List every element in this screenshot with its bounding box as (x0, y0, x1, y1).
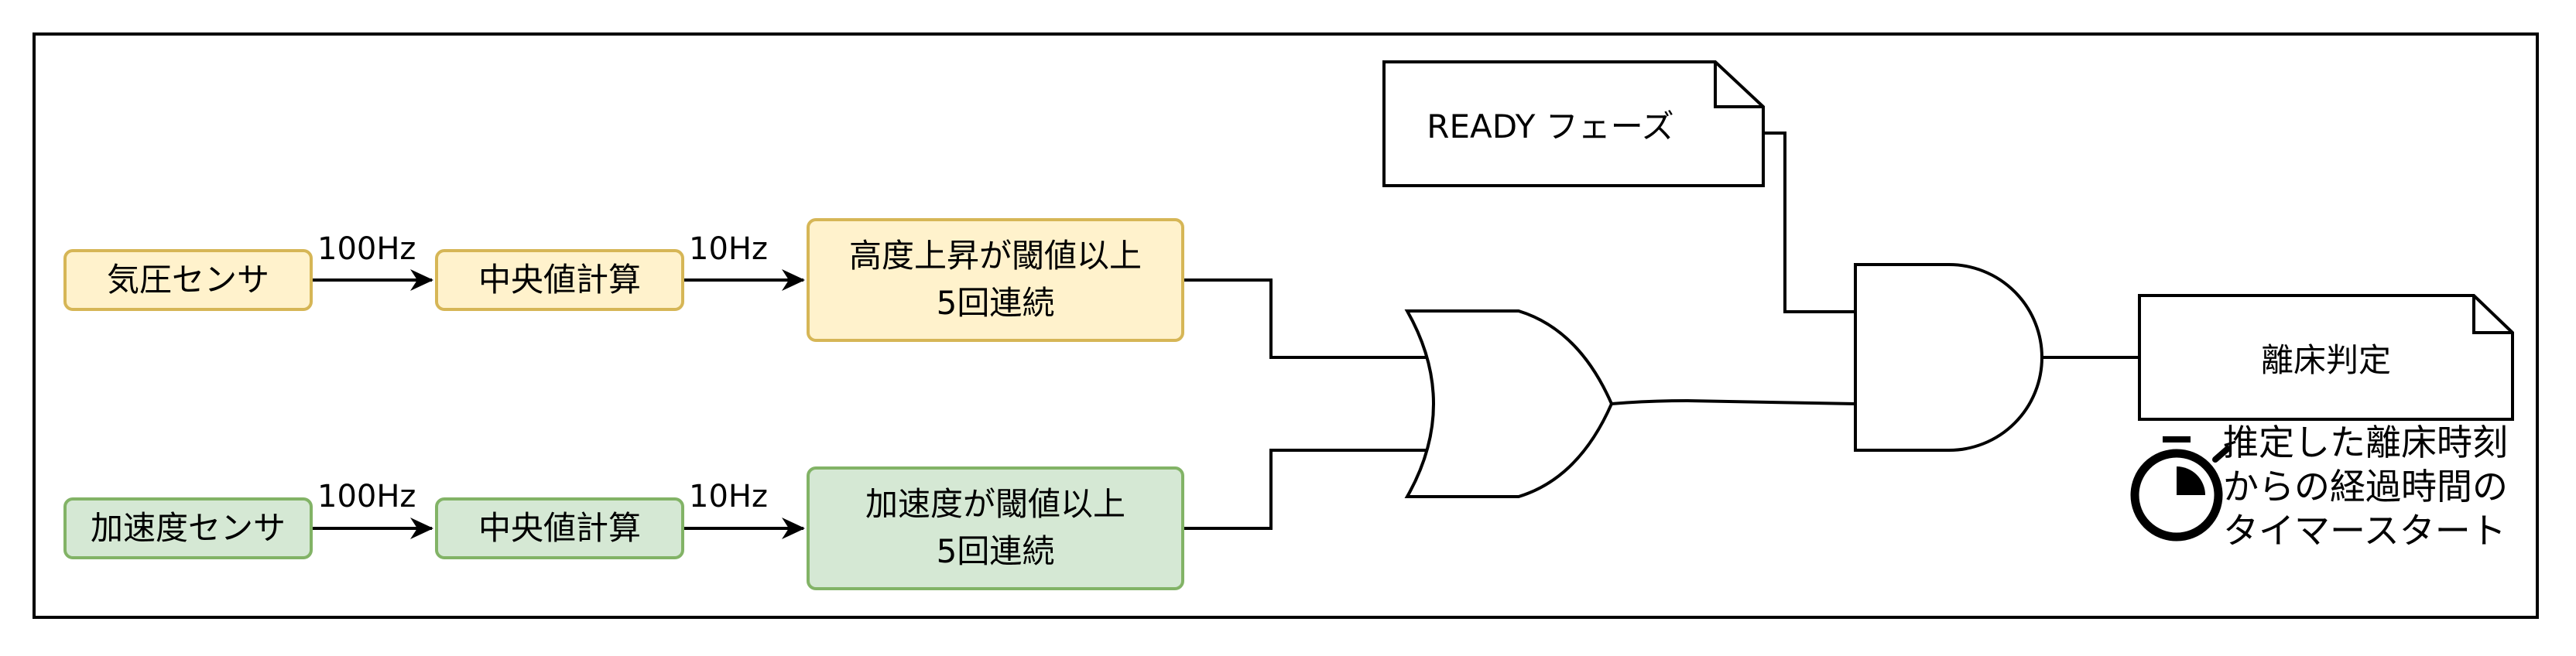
rate-label-top-1: 100Hz (317, 231, 416, 267)
pressure-sensor-node: 気圧センサ (63, 249, 313, 311)
median-filter-bottom-node: 中央値計算 (435, 497, 684, 559)
accel-condition-node: 加速度が閾値以上 5回連続 (807, 466, 1184, 590)
timer-note-line3: タイマースタート (2223, 510, 2506, 552)
rate-label-top-2: 10Hz (689, 231, 768, 267)
rate-label-bottom-2: 10Hz (689, 479, 768, 514)
median-filter-bottom-label: 中央値計算 (478, 508, 641, 547)
timer-note: 推定した離床時刻 からの経過時間の タイマースタート (2223, 421, 2508, 553)
timer-note-line2: からの経過時間の (2223, 466, 2508, 508)
timer-note-line1: 推定した離床時刻 (2223, 422, 2508, 463)
accel-sensor-label: 加速度センサ (90, 508, 286, 547)
diagram-frame (33, 32, 2539, 619)
or-gate (1404, 309, 1614, 498)
stopwatch-icon (2130, 436, 2231, 542)
ready-note-label: READY フェーズ (1427, 107, 1674, 145)
connector-ready-to-and (1763, 132, 1855, 313)
connector-top-to-or (1184, 278, 1431, 359)
output-note-shape (2138, 294, 2514, 421)
altitude-condition-line1: 高度上昇が閾値以上 (848, 237, 1142, 275)
connector-or-to-and (1611, 398, 1856, 405)
median-filter-top-node: 中央値計算 (435, 249, 684, 311)
accel-sensor-node: 加速度センサ (63, 497, 313, 559)
pressure-sensor-label: 気圧センサ (106, 260, 269, 299)
altitude-condition-node: 高度上昇が閾値以上 5回連続 (807, 218, 1184, 342)
accel-condition-line1: 加速度が閾値以上 (865, 485, 1125, 524)
ready-note-shape (1382, 60, 1765, 187)
output-note-label: 離床判定 (2260, 340, 2391, 379)
accel-condition-line2: 5回連続 (936, 532, 1055, 570)
and-gate (1854, 263, 2043, 452)
altitude-condition-line2: 5回連続 (936, 284, 1055, 322)
rate-label-bottom-1: 100Hz (317, 479, 416, 514)
median-filter-top-label: 中央値計算 (478, 260, 641, 299)
connector-bottom-to-or (1184, 449, 1431, 530)
